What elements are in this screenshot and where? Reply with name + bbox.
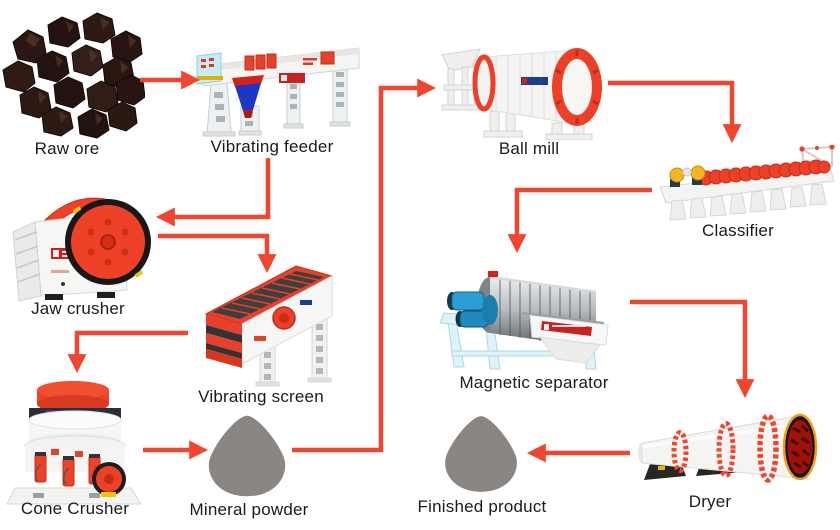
finished-product-image — [445, 416, 517, 492]
vibrating-feeder-node: Vibrating feeder — [185, 32, 365, 156]
vibrating-feeder-image — [196, 47, 360, 137]
dryer-node: Dryer — [628, 400, 840, 511]
magnetic-separator-image — [439, 271, 609, 370]
vibrating-screen-image — [204, 265, 334, 387]
finished-product-label: Finished product — [417, 497, 547, 516]
jaw-crusher-node: Jaw crusher — [5, 182, 165, 318]
ball-mill-label: Ball mill — [498, 139, 560, 158]
vibrating-screen-label: Vibrating screen — [198, 387, 324, 406]
vibrating-feeder-label: Vibrating feeder — [210, 137, 334, 156]
raw-ore-node: Raw ore — [0, 5, 145, 158]
ball-mill-node: Ball mill — [428, 25, 618, 158]
dryer-label: Dryer — [688, 492, 732, 511]
ball-mill-image — [441, 48, 602, 140]
vibrating-screen-node: Vibrating screen — [176, 258, 341, 406]
arrow-feeder-jawcrusher — [155, 158, 271, 227]
dryer-image — [638, 413, 818, 483]
cone-crusher-label: Cone Crusher — [20, 499, 130, 518]
mineral-powder-image — [208, 415, 286, 497]
mineral-powder-node: Mineral powder — [189, 413, 308, 519]
arrow-screen-conecrusher — [67, 330, 188, 374]
mineral-powder-label: Mineral powder — [189, 500, 309, 519]
raw-ore-image — [2, 12, 145, 139]
arrow-classifier-separator — [507, 187, 652, 254]
classifier-image — [659, 145, 835, 221]
raw-ore-label: Raw ore — [34, 139, 100, 158]
magnetic-separator-node: Magnetic separator — [438, 255, 630, 392]
jaw-crusher-label: Jaw crusher — [31, 299, 125, 318]
cone-crusher-image — [6, 381, 142, 505]
classifier-label: Classifier — [702, 221, 774, 240]
classifier-node: Classifier — [652, 145, 840, 240]
arrow-ballmill-classifier — [608, 80, 742, 144]
jaw-crusher-image — [12, 197, 151, 302]
cone-crusher-node: Cone Crusher — [5, 376, 145, 518]
arrow-jawcrusher-screen — [158, 233, 277, 274]
arrow-separator-dryer — [630, 299, 755, 399]
magnetic-separator-label: Magnetic separator — [459, 373, 609, 392]
finished-product-node: Finished product — [418, 413, 546, 516]
